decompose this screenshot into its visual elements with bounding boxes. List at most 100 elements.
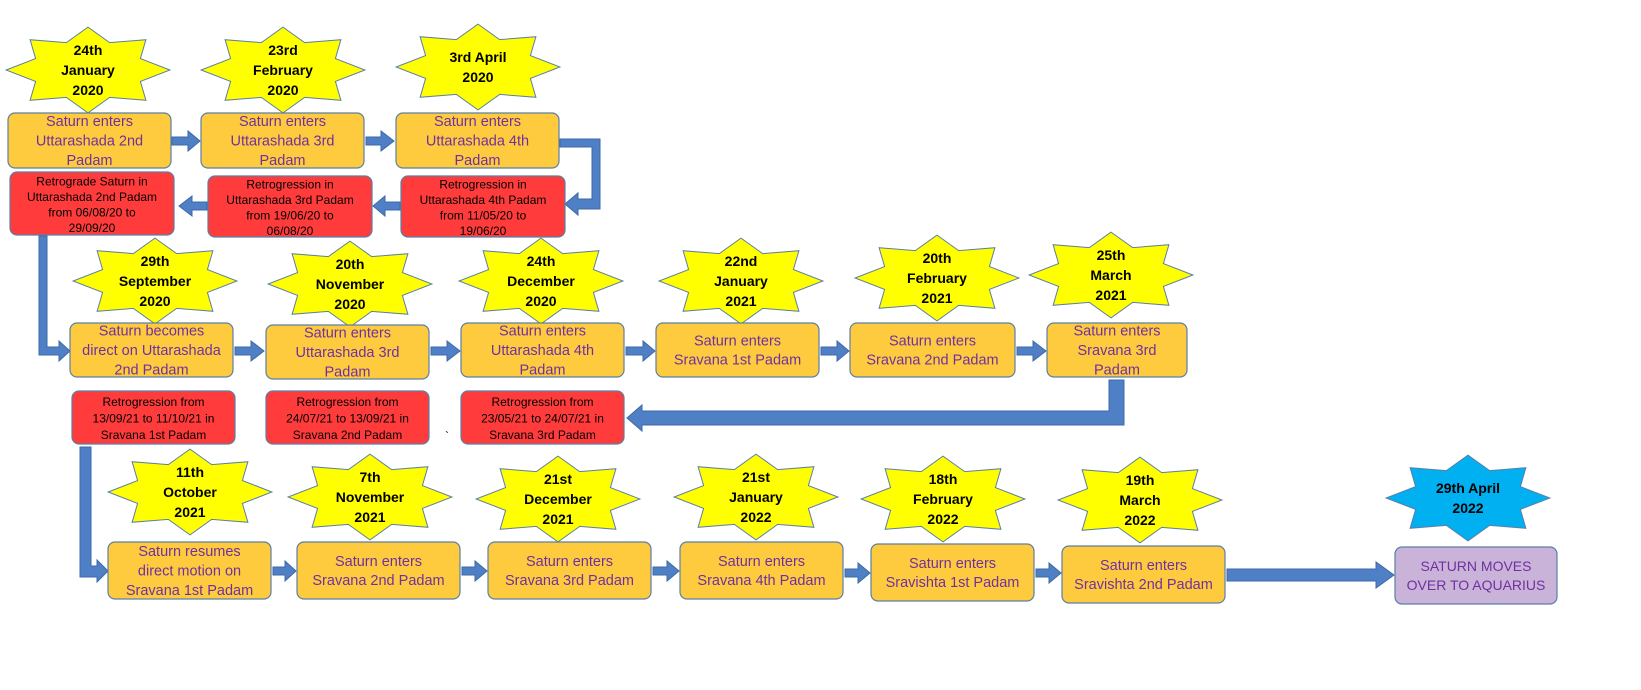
- retrogression-box-text: 13/09/21 to 11/10/21 in: [93, 412, 215, 426]
- star-date-text: November: [336, 489, 405, 505]
- star-date-text: 2020: [267, 82, 298, 98]
- flow-arrow: [171, 129, 201, 153]
- flow-arrow: [820, 339, 850, 363]
- event-box-text: Saturn enters: [335, 554, 422, 570]
- event-box-shape: [296, 541, 461, 600]
- flow-arrow: [559, 138, 601, 217]
- star-date-text: 2021: [542, 511, 573, 527]
- star-date-text: 7th: [360, 469, 381, 485]
- star-date-text: 23rd: [268, 42, 298, 58]
- event-box-text: direct on Uttarashada: [82, 343, 222, 359]
- event-box-shape: [107, 541, 272, 600]
- event-box-text: Saturn enters: [46, 114, 133, 130]
- retrogression-box-shape: [207, 175, 373, 238]
- star-date-text: 29th: [141, 253, 170, 269]
- event-box-text: Sravishta 1st Padam: [886, 575, 1020, 591]
- event-box-text: Saturn becomes: [99, 324, 205, 340]
- event-box-text: Saturn enters: [694, 334, 781, 350]
- retrogression-box-text: Uttarashada 4th Padam: [420, 193, 547, 207]
- event-box-text: Padam: [1094, 363, 1140, 379]
- star-date-text: 22nd: [725, 253, 758, 269]
- star-shape: [286, 453, 454, 541]
- star-date-text: 2020: [139, 293, 170, 309]
- star-date-text: 2021: [1095, 287, 1126, 303]
- star-date-text: 2021: [174, 504, 205, 520]
- event-box-text: Saturn enters: [499, 324, 586, 340]
- star-date-text: 2021: [725, 293, 756, 309]
- star-date-text: December: [524, 491, 592, 507]
- event-box-shape: [395, 112, 560, 169]
- retrogression-box-text: Retrogression from: [491, 395, 593, 409]
- star-shape: [1384, 454, 1552, 542]
- flow-arrow: [38, 235, 71, 363]
- retrogression-box-text: from 06/08/20 to: [48, 205, 136, 219]
- retrogression-box-text: 23/05/21 to 24/07/21 in: [481, 412, 604, 426]
- flow-arrow: [1016, 339, 1047, 363]
- star-date-text: December: [507, 273, 575, 289]
- flow-arrow: [234, 339, 265, 363]
- star-shape: [853, 234, 1021, 322]
- event-box-text: Saturn enters: [239, 114, 326, 130]
- retrogression-box: Retrogression from 23/05/21 to 24/07/21 i…: [460, 390, 625, 445]
- retrogression-box-text: from 11/05/20 to: [440, 208, 527, 222]
- retrogression-box-text: Sravana 2nd Padam: [293, 428, 402, 442]
- event-box-text: Uttarashada 3rd: [296, 345, 400, 361]
- star-date-text: January: [61, 62, 115, 78]
- star-date-text: 2022: [1124, 512, 1155, 528]
- star-shape: [1056, 456, 1224, 544]
- retrogression-box-text: 24/07/21 to 13/09/21 in: [286, 412, 409, 426]
- flow-arrow: [430, 339, 461, 363]
- flow-arrow: [844, 561, 871, 585]
- retrogression-box-text: Retrograde Saturn in: [36, 174, 147, 188]
- retrogression-box-shape: [460, 390, 625, 445]
- event-box-text: Saturn enters: [304, 326, 391, 342]
- retrogression-box-shape: [400, 175, 566, 238]
- flow-arrow: [625, 339, 656, 363]
- event-box-shape: [7, 112, 172, 169]
- star-date-text: 24th: [527, 253, 556, 269]
- stray-mark: `: [445, 429, 449, 443]
- event-box-text: direct motion on: [138, 564, 241, 580]
- star-date-text: October: [163, 484, 217, 500]
- flow-arrow: [652, 559, 680, 583]
- star-date-text: 21st: [544, 471, 572, 487]
- star-date-text: 2022: [740, 509, 771, 525]
- star-date-text: 19th: [1126, 472, 1155, 488]
- retrogression-box-text: Sravana 3rd Padam: [489, 428, 596, 442]
- flow-arrow: [178, 194, 208, 218]
- event-box-text: Sravana 2nd Padam: [866, 353, 998, 369]
- star-shape: [1027, 231, 1195, 319]
- final-event-box-text: SATURN MOVES: [1421, 558, 1532, 574]
- star-date-text: November: [316, 276, 385, 292]
- event-box-shape: [679, 541, 844, 600]
- event-box-text: Sravana 1st Padam: [674, 353, 801, 369]
- event-box-text: Uttarashada 4th: [426, 134, 529, 150]
- star-shape: [672, 453, 840, 541]
- event-box-shape: [1046, 322, 1188, 378]
- flow-arrow: [79, 446, 109, 584]
- star-date-text: 20th: [336, 256, 365, 272]
- flow-arrow: [461, 559, 488, 583]
- star-date-text: 29th April: [1436, 480, 1500, 496]
